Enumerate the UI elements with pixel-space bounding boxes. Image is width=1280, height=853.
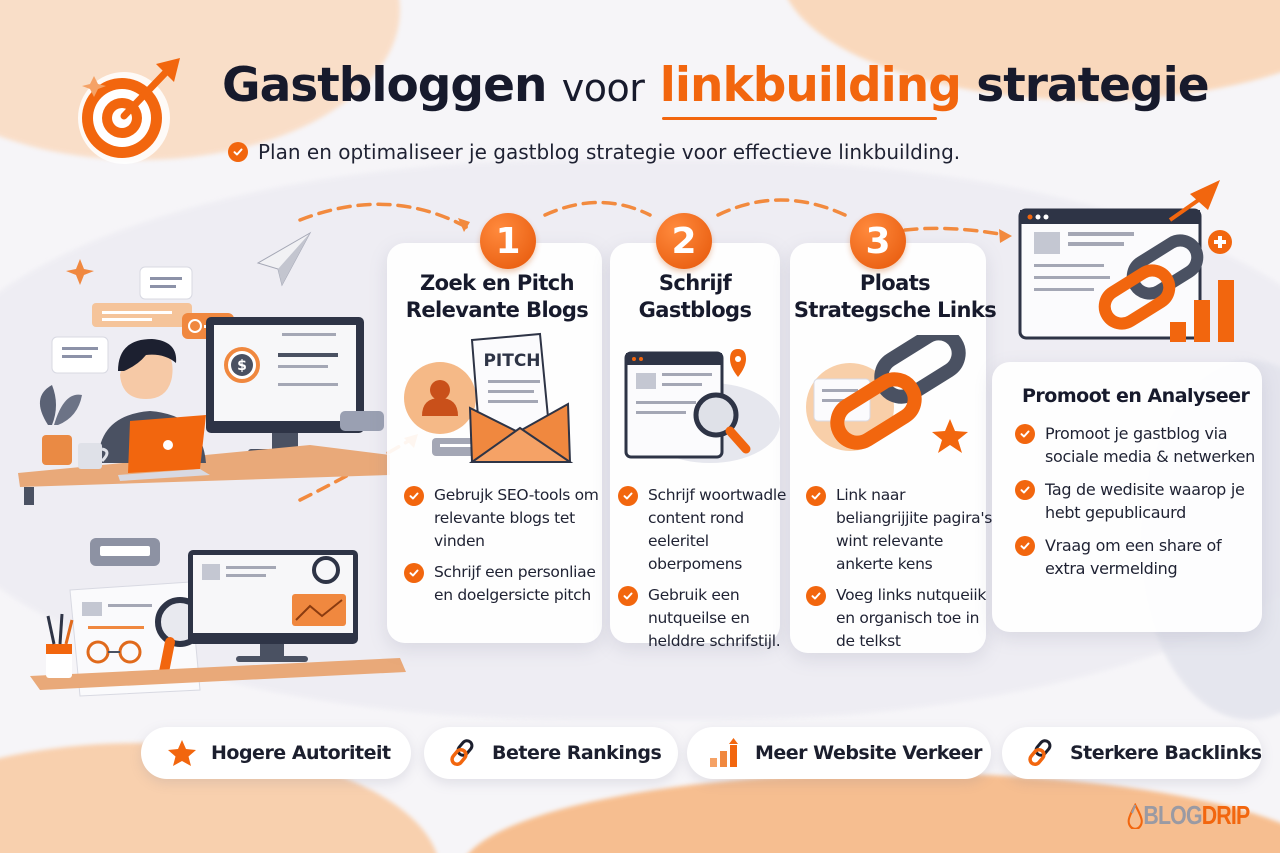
- benefit-pill: Hogere Autoriteit: [141, 727, 411, 779]
- pitch-envelope-illustration: PITCH: [404, 332, 574, 463]
- bullet-text: Schrijf woortwadle content rond eelerite…: [648, 486, 787, 573]
- step-card-3: [790, 243, 986, 653]
- title-part-1: Gastbloggen: [222, 58, 547, 113]
- step-number-badge: 1: [480, 213, 536, 269]
- step-number-badge: 2: [656, 213, 712, 269]
- svg-text:PITCH: PITCH: [483, 351, 540, 371]
- step-title-line: Zoek en Pitch: [420, 271, 575, 295]
- check-icon: [404, 563, 424, 583]
- check-icon: [618, 586, 638, 606]
- documents-desk-illustration: [30, 538, 406, 697]
- step-number-badge: 3: [850, 213, 906, 269]
- bullet-item: Link naar beliangrijjite pagira's wint r…: [806, 484, 996, 576]
- bar-chart-icon: [710, 738, 738, 767]
- page-title: Gastbloggen voor linkbuilding strategie: [222, 58, 1210, 113]
- title-part-3: strategie: [976, 58, 1209, 113]
- step-title-line: Strategsche Links: [793, 298, 997, 322]
- svg-text:$: $: [237, 358, 247, 374]
- bullet-text: Voeg links nutqueiik en organisch toe in…: [836, 586, 987, 650]
- check-icon: [618, 486, 638, 506]
- star-icon: [168, 740, 196, 766]
- person-at-desk-illustration: $: [18, 231, 390, 505]
- bullet-item: Voeg links nutqueiik en organisch toe in…: [806, 584, 996, 653]
- check-icon: [806, 486, 826, 506]
- bullet-item: Schrijf woortwadle content rond eelerite…: [618, 484, 790, 576]
- link-icon: [450, 739, 474, 767]
- browser-search-illustration: [624, 349, 780, 463]
- link-icon: [1028, 739, 1052, 767]
- benefit-label: Hogere Autoriteit: [211, 742, 391, 764]
- step-1-bullets: Gebrujk SEO-tools om relevante blogs tet…: [404, 484, 604, 615]
- benefit-pill: Betere Rankings: [424, 727, 678, 779]
- promote-bullets: Promoot je gastblog via sociale media & …: [1015, 422, 1265, 590]
- bullet-text: Schrijf een personliae en doelgersicte p…: [434, 563, 596, 604]
- bullet-item: Promoot je gastblog via sociale media & …: [1015, 422, 1265, 468]
- brand-part-2: DRIP: [1201, 800, 1250, 830]
- step-2-bullets: Schrijf woortwadle content rond eelerite…: [618, 484, 790, 661]
- bullet-text: Tag de wedisite waarop je hebt gepublica…: [1045, 480, 1245, 522]
- bullet-item: Schrijf een personliae en doelgersicte p…: [404, 561, 604, 607]
- step-title: Zoek en Pitch Relevante Blogs: [392, 270, 602, 324]
- target-arrow-icon: [78, 58, 180, 164]
- benefit-pill: Meer Website Verkeer: [687, 727, 991, 779]
- bullet-text: Promoot je gastblog via sociale media & …: [1045, 424, 1255, 466]
- bullet-text: Gebrujk SEO-tools om relevante blogs tet…: [434, 486, 599, 550]
- step-title: Schrijf Gastblogs: [612, 270, 778, 324]
- analytics-illustration: [1018, 180, 1234, 342]
- step-title-line: Gastblogs: [638, 298, 752, 322]
- benefit-label: Sterkere Backlinks: [1070, 742, 1262, 764]
- bullet-item: Vraag om een share of extra vermelding: [1015, 534, 1265, 580]
- bullet-text: Vraag om een share of extra vermelding: [1045, 536, 1222, 578]
- chain-link-illustration: [806, 335, 968, 453]
- check-icon: [1015, 424, 1035, 444]
- subtitle-text: Plan en optimaliseer je gastblog strateg…: [258, 140, 961, 164]
- benefit-label: Betere Rankings: [492, 742, 662, 764]
- bullet-item: Gebrujk SEO-tools om relevante blogs tet…: [404, 484, 604, 553]
- bullet-text: Gebruik een nutqueilse en helddre schrif…: [648, 586, 781, 650]
- step-title-line: Schrijf: [658, 271, 732, 295]
- check-icon: [806, 586, 826, 606]
- step-title-line: Ploats: [859, 271, 931, 295]
- drop-icon: [1127, 802, 1143, 829]
- bullet-item: Tag de wedisite waarop je hebt gepublica…: [1015, 478, 1265, 524]
- bullet-text: Link naar beliangrijjite pagira's wint r…: [836, 486, 993, 573]
- subtitle: Plan en optimaliseer je gastblog strateg…: [228, 140, 960, 164]
- title-accent: linkbuilding: [659, 58, 962, 113]
- promote-card: [992, 362, 1262, 632]
- check-icon: [228, 142, 248, 162]
- benefit-label: Meer Website Verkeer: [755, 742, 983, 764]
- check-icon: [404, 486, 424, 506]
- check-icon: [1015, 536, 1035, 556]
- check-icon: [1015, 480, 1035, 500]
- step-title: Ploats Strategsche Links: [790, 270, 1000, 324]
- title-part-2: voor: [561, 66, 645, 110]
- brand-part-1: BLOG: [1143, 800, 1202, 830]
- bullet-item: Gebruik een nutqueilse en helddre schrif…: [618, 584, 790, 653]
- benefit-pill: Sterkere Backlinks: [1002, 727, 1262, 779]
- step-3-bullets: Link naar beliangrijjite pagira's wint r…: [806, 484, 996, 661]
- promote-title: Promoot en Analyseer: [1022, 385, 1250, 407]
- step-title-line: Relevante Blogs: [405, 298, 589, 322]
